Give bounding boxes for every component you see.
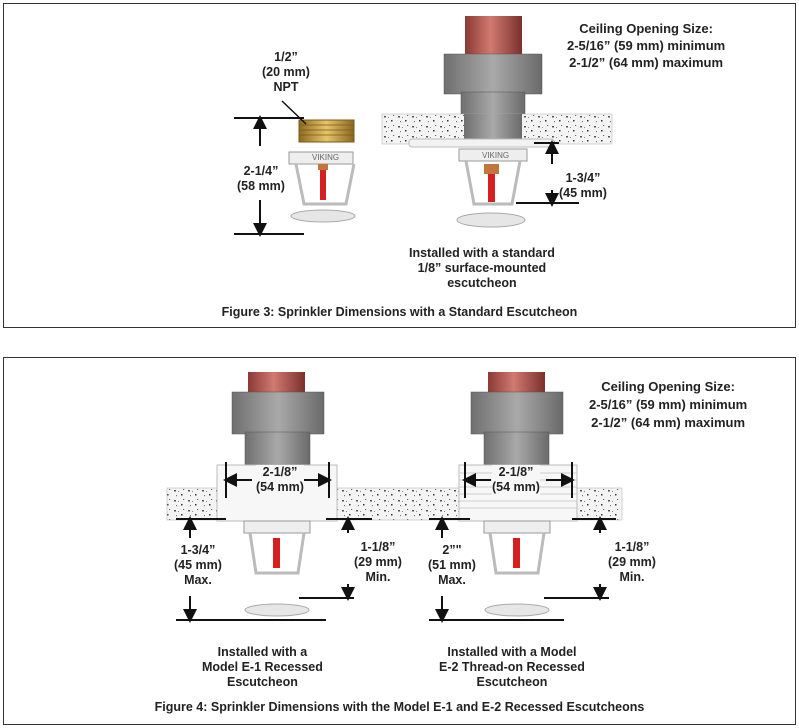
- e2-width-label: 2-1/8” (54 mm): [492, 465, 540, 495]
- e2-min-label: 1-1/8” (29 mm) Min.: [608, 540, 656, 585]
- deflector-small: [290, 209, 356, 223]
- npt-metric: (20 mm): [262, 65, 310, 79]
- e2-max-imperial: 2”": [442, 543, 462, 557]
- drop-metric: (45 mm): [559, 186, 607, 200]
- brand-mark-small: VIKING: [312, 153, 339, 162]
- brand-mark-installed: VIKING: [482, 151, 509, 160]
- npt-leader-line: [281, 100, 307, 125]
- installed-sprinkler: [381, 16, 613, 228]
- figure-3-drawing: VIKING VIKING: [234, 16, 613, 237]
- e1-min-label: 1-1/8” (29 mm) Min.: [354, 540, 402, 585]
- install-note-line-3: escutcheon: [447, 276, 517, 290]
- e1-max-metric: (45 mm): [174, 558, 222, 572]
- e1-min-text: Min.: [365, 570, 391, 584]
- e2-width-metric: (54 mm): [492, 480, 540, 494]
- figure-4-caption: Figure 4: Sprinkler Dimensions with the …: [154, 700, 645, 714]
- install-note-line-1: Installed with a standard: [409, 246, 555, 260]
- npt-text: NPT: [273, 80, 299, 94]
- e2-max-text: Max.: [438, 573, 466, 587]
- ceiling-opening-min-2: 2-5/16” (59 mm) minimum: [589, 397, 748, 412]
- ceiling-opening-note-2: Ceiling Opening Size: 2-5/16” (59 mm) mi…: [589, 378, 747, 432]
- e2-max-metric: (51 mm): [428, 558, 476, 572]
- red-pipe: [465, 16, 522, 56]
- e1-max-imperial: 1-3/4”: [180, 543, 216, 557]
- height-metric: (58 mm): [237, 179, 285, 193]
- e1-note-line-1: Installed with a: [217, 645, 308, 659]
- e1-width-imperial: 2-1/8”: [262, 465, 298, 479]
- ceiling-opening-max-2: 2-1/2” (64 mm) maximum: [591, 415, 746, 430]
- e2-width-imperial: 2-1/8”: [498, 465, 534, 479]
- ceiling-opening-max: 2-1/2” (64 mm) maximum: [569, 55, 724, 70]
- install-note: Installed with a standard 1/8” surface-m…: [409, 246, 555, 291]
- glass-bulb-small: [320, 166, 326, 200]
- e1-note-line-2: Model E-1 Recessed: [202, 660, 323, 674]
- e1-note-line-3: Escutcheon: [227, 675, 298, 689]
- drop-label: 1-3/4” (45 mm): [559, 171, 607, 201]
- install-note-line-2: 1/8” surface-mounted: [417, 261, 547, 275]
- figure-3-panel: VIKING VIKING 1/2” (20 mm: [3, 3, 796, 328]
- figure-4-panel: Ceiling Opening Size: 2-5/16” (59 mm) mi…: [3, 357, 796, 725]
- e2-min-imperial: 1-1/8”: [614, 540, 650, 554]
- pipe-fitting: [443, 53, 543, 95]
- height-imperial: 2-1/4”: [243, 164, 279, 178]
- e2-install-note: Installed with a Model E-2 Thread-on Rec…: [439, 645, 585, 690]
- e1-sprinkler-assembly: [216, 372, 338, 617]
- drop-imperial: 1-3/4”: [565, 171, 601, 185]
- e2-note-line-3: Escutcheon: [476, 675, 548, 689]
- e2-note-line-1: Installed with a Model: [447, 645, 577, 659]
- standard-escutcheon: [408, 138, 555, 148]
- ceiling-opening-title: Ceiling Opening Size:: [579, 21, 713, 36]
- sprinkler-head-small: [288, 119, 356, 223]
- e2-max-label: 2”" (51 mm) Max.: [428, 543, 476, 588]
- npt-size: 1/2”: [274, 50, 298, 64]
- e2-min-metric: (29 mm): [608, 555, 656, 569]
- e1-width-label: 2-1/8” (54 mm): [256, 465, 304, 495]
- ceiling-opening-min: 2-5/16” (59 mm) minimum: [567, 38, 726, 53]
- figure-3-caption: Figure 3: Sprinkler Dimensions with a St…: [221, 305, 578, 319]
- e2-min-text: Min.: [619, 570, 645, 584]
- npt-label: 1/2” (20 mm) NPT: [262, 50, 310, 95]
- e1-max-text: Max.: [184, 573, 212, 587]
- e2-note-line-2: E-2 Thread-on Recessed: [439, 660, 585, 674]
- e1-install-note: Installed with a Model E-1 Recessed Escu…: [202, 645, 323, 690]
- ceiling-opening-note: Ceiling Opening Size: 2-5/16” (59 mm) mi…: [567, 20, 725, 71]
- e1-min-imperial: 1-1/8”: [360, 540, 396, 554]
- figure-4-drawing: [166, 372, 623, 623]
- e1-min-metric: (29 mm): [354, 555, 402, 569]
- e1-width-metric: (54 mm): [256, 480, 304, 494]
- height-label: 2-1/4” (58 mm): [237, 164, 285, 194]
- ceiling-opening-title-2: Ceiling Opening Size:: [601, 379, 735, 394]
- e1-max-label: 1-3/4” (45 mm) Max.: [174, 543, 222, 588]
